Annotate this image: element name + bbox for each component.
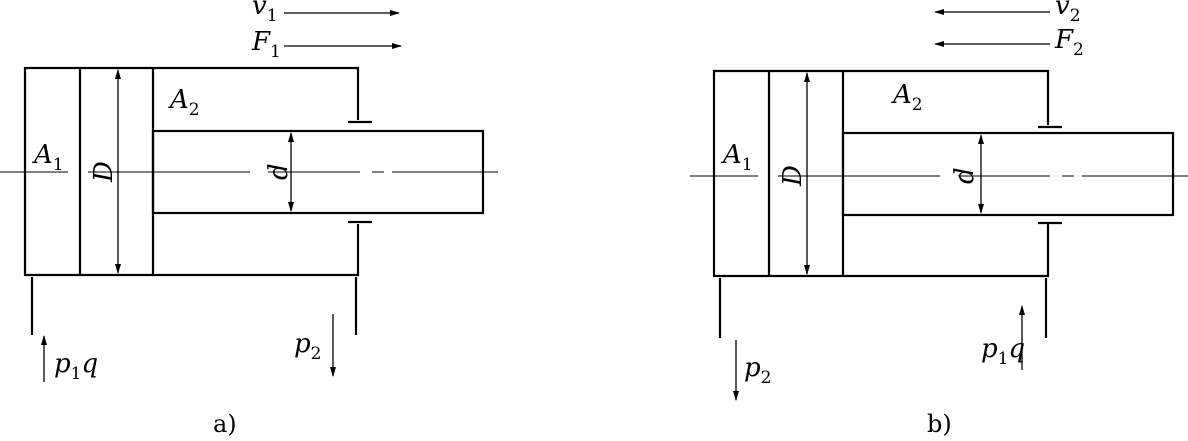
cylinder-barrel-a [23,66,360,277]
caption-b: b) [927,410,952,438]
bore-label-b: D [778,165,808,187]
velocity-label-a: v1 [252,0,278,26]
inlet-label-b: p1q [981,334,1025,369]
force-label-b: F2 [1054,25,1084,60]
cylinder-a: v1 F1 A2 A1 D d p1q p2 a) [0,0,498,438]
outlet-label-a: p2 [294,329,321,364]
force-label-a: F1 [251,27,281,62]
area-rod-side-label-a: A2 [168,85,200,120]
area-piston-label-a: A1 [32,140,64,175]
rod-label-b: d [950,167,980,184]
cylinder-b: v2 F2 A2 A1 D d p2 p1q b) [690,0,1188,438]
area-rod-side-label-b: A2 [891,80,923,115]
piston-rod-a [151,129,485,215]
inlet-label-a: p1q [54,349,98,384]
outlet-label-b: p2 [744,353,771,388]
area-piston-label-b: A1 [721,140,753,175]
piston-rod-b [841,131,1175,217]
bore-label-a: D [89,161,119,183]
velocity-label-b: v2 [1055,0,1081,26]
rod-label-a: d [264,163,294,180]
cylinder-barrel-b [712,69,1050,278]
caption-a: a) [213,410,237,438]
